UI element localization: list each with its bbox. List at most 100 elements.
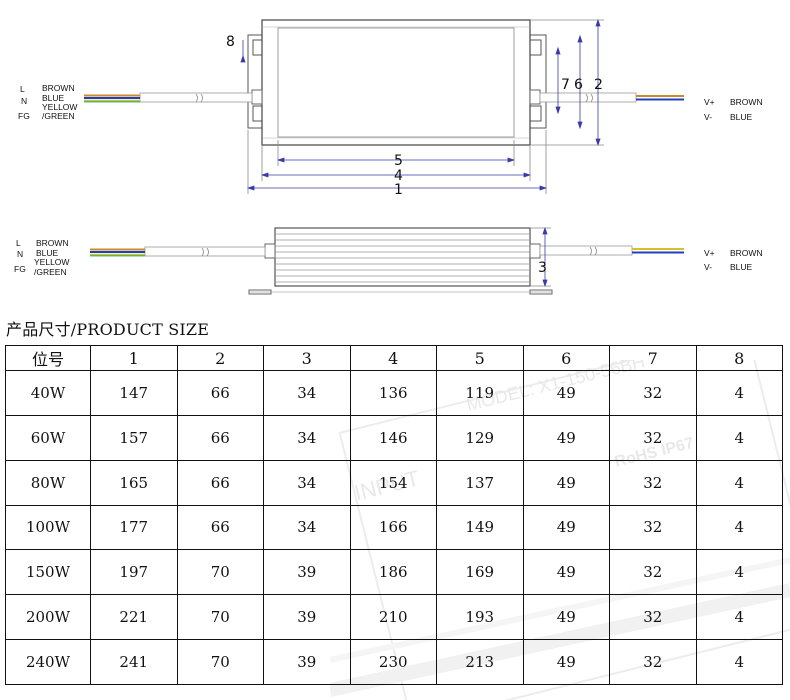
dimension-label-4: 4: [394, 168, 403, 184]
pin-label-n: N: [21, 96, 27, 106]
side-wire-color-blue-out: BLUE: [730, 262, 753, 272]
dimension-label-6: 6: [574, 77, 583, 93]
table-cell: 4: [695, 414, 783, 461]
row-power-rating: 150W: [5, 549, 91, 596]
dimension-label-5: 5: [394, 153, 403, 169]
table-cell: 66: [176, 504, 264, 551]
input-cable-side: [90, 246, 266, 257]
table-cell: 32: [609, 414, 697, 461]
right-mounting-flange: [530, 34, 547, 129]
table-cell: 186: [349, 549, 437, 596]
table-cell: 34: [263, 459, 351, 506]
table-cell: 49: [522, 639, 610, 685]
output-cable-top: [539, 92, 684, 103]
table-cell: 49: [522, 459, 610, 506]
driver-housing-side: [274, 227, 531, 287]
side-wire-color-green: /GREEN: [34, 267, 67, 277]
table-cell: 34: [263, 504, 351, 551]
wire-color-blue: BLUE: [42, 93, 65, 103]
side-wire-color-brown-out: BROWN: [730, 248, 763, 258]
dimension-lines-top: [240, 18, 604, 194]
wire-color-brown: BROWN: [42, 83, 75, 93]
table-cell: 39: [263, 639, 351, 685]
row-power-rating: 80W: [5, 459, 91, 506]
table-cell: 166: [349, 504, 437, 551]
table-cell: 4: [695, 459, 783, 506]
top-view: L N FG BROWN BLUE YELLOW /GREEN V+ V- BR…: [18, 18, 763, 198]
header-dimension-5: 5: [436, 345, 524, 371]
table-cell: 34: [263, 370, 351, 416]
input-cable-top: [84, 92, 253, 103]
side-wire-color-brown: BROWN: [36, 238, 69, 248]
table-cell: 4: [695, 594, 783, 641]
housing-inner-panel: [277, 27, 515, 138]
header-dimension-6: 6: [522, 345, 610, 371]
driver-housing-top: [261, 19, 531, 146]
table-cell: 169: [436, 549, 524, 596]
row-power-rating: 40W: [5, 370, 91, 416]
header-dimension-1: 1: [90, 345, 178, 371]
table-cell: 146: [349, 414, 437, 461]
dimension-label-8: 8: [226, 34, 235, 50]
table-cell: 49: [522, 594, 610, 641]
row-power-rating: 60W: [5, 414, 91, 461]
table-cell: 39: [263, 594, 351, 641]
table-cell: 66: [176, 370, 264, 416]
table-cell: 230: [349, 639, 437, 685]
table-cell: 119: [436, 370, 524, 416]
table-cell: 70: [176, 549, 264, 596]
table-cell: 70: [176, 594, 264, 641]
row-power-rating: 200W: [5, 594, 91, 641]
table-cell: 197: [90, 549, 178, 596]
header-dimension-3: 3: [263, 345, 351, 371]
left-mounting-flange: [247, 34, 262, 129]
table-cell: 34: [263, 414, 351, 461]
table-cell: 4: [695, 504, 783, 551]
side-pin-label-l: L: [16, 238, 21, 248]
dimension-label-2: 2: [594, 77, 603, 93]
header-dimension-4: 4: [349, 345, 437, 371]
table-cell: 32: [609, 639, 697, 685]
table-cell: 193: [436, 594, 524, 641]
table-cell: 66: [176, 459, 264, 506]
table-cell: 70: [176, 639, 264, 685]
wire-color-green: /GREEN: [42, 111, 75, 121]
table-cell: 221: [90, 594, 178, 641]
side-pin-label-vminus: V-: [704, 262, 712, 272]
output-cable-side: [539, 245, 684, 256]
row-power-rating: 100W: [5, 504, 91, 551]
section-title: 产品尺寸/PRODUCT SIZE: [6, 320, 210, 339]
table-cell: 49: [522, 504, 610, 551]
heat-sink-fins: [275, 233, 530, 283]
table-cell: 4: [695, 370, 783, 416]
table-cell: 157: [90, 414, 178, 461]
table-cell: 32: [609, 370, 697, 416]
table-cell: 147: [90, 370, 178, 416]
table-cell: 4: [695, 639, 783, 685]
side-cable-gland-left: [264, 243, 276, 259]
table-cell: 165: [90, 459, 178, 506]
table-cell: 136: [349, 370, 437, 416]
dimension-lines-side: [530, 226, 551, 288]
pin-label-fg: FG: [18, 111, 30, 121]
side-wire-color-yellow: YELLOW: [34, 257, 69, 267]
header-dimension-2: 2: [176, 345, 264, 371]
header-position-label: 位号: [5, 345, 91, 371]
table-cell: 241: [90, 639, 178, 685]
pin-label-vminus: V-: [704, 112, 712, 122]
table-cell: 177: [90, 504, 178, 551]
table-cell: 32: [609, 594, 697, 641]
table-cell: 154: [349, 459, 437, 506]
side-pin-label-n: N: [17, 249, 23, 259]
header-dimension-7: 7: [609, 345, 697, 371]
wire-color-brown-out: BROWN: [730, 97, 763, 107]
